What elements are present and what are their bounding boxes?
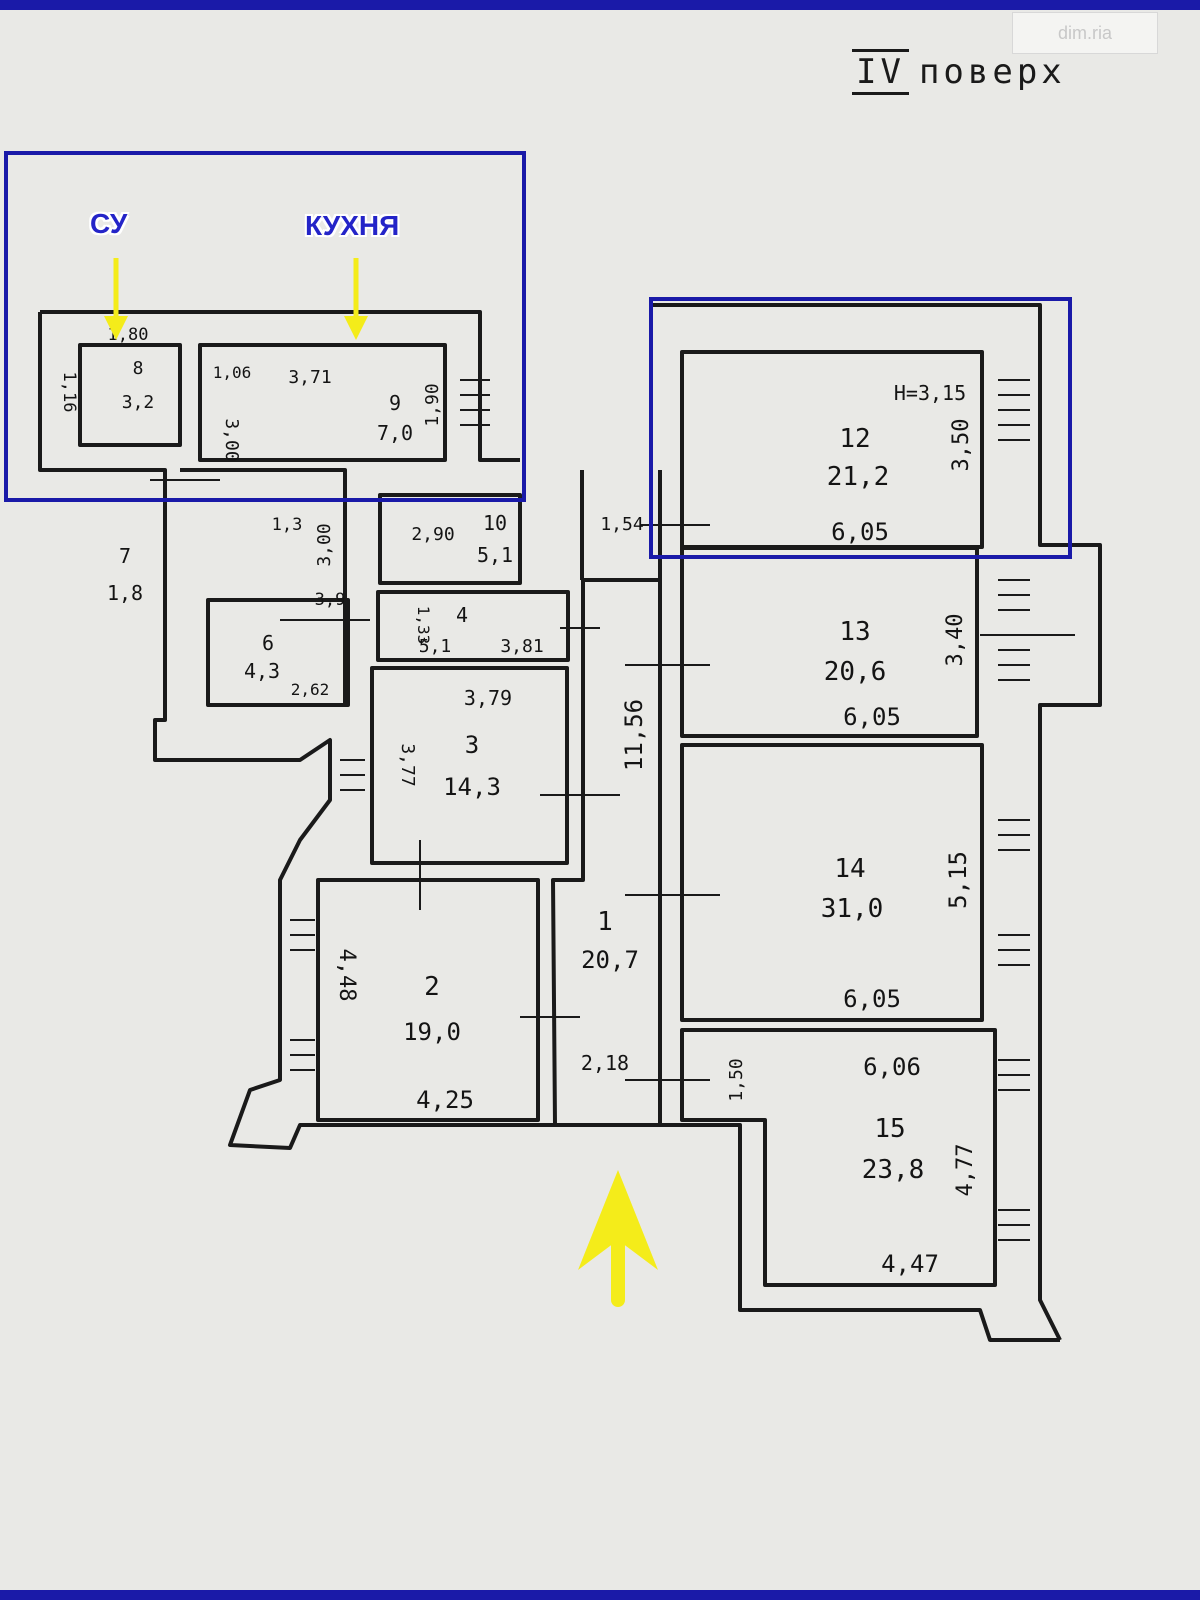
dim-label: 4,47 xyxy=(881,1250,939,1278)
room-9-number: 9 xyxy=(389,391,401,415)
dim-label: 3,50 xyxy=(949,419,974,472)
wall-outer-right xyxy=(650,303,1102,1341)
room-6-number: 6 xyxy=(262,631,274,655)
dim-label: 3,00 xyxy=(221,418,242,461)
dim-label: 3,77 xyxy=(397,743,418,786)
dim-label: 5,15 xyxy=(944,851,972,909)
dim-label: 4,77 xyxy=(953,1144,978,1197)
ceiling-height: H=3,15 xyxy=(894,381,966,405)
room-12-area: 21,2 xyxy=(827,462,890,492)
dim-label: 4,25 xyxy=(416,1086,474,1114)
dim-label: 1,3 xyxy=(272,515,303,535)
wall-outer-top-left xyxy=(40,310,520,462)
room-8-number: 8 xyxy=(133,358,144,379)
dim-label: 1,50 xyxy=(726,1058,747,1101)
kitchen-callout: КУХНЯ xyxy=(305,210,400,241)
window-room-2 xyxy=(290,919,315,1071)
room-1-area: 20,7 xyxy=(581,946,639,974)
dim-label: 4,48 xyxy=(334,949,359,1002)
dim-label: 1,90 xyxy=(422,383,443,426)
room-7-area: 1,8 xyxy=(107,581,143,605)
dim-label: 2,62 xyxy=(291,680,330,699)
window-room-9 xyxy=(460,379,490,426)
dim-label: 1,06 xyxy=(213,363,252,382)
dim-label: 1,54 xyxy=(600,514,643,535)
room-7-number: 7 xyxy=(119,544,131,568)
wall-room-13 xyxy=(680,546,979,738)
window-room-3 xyxy=(340,759,365,791)
room-15-area: 23,8 xyxy=(862,1155,925,1185)
dim-label: 6,05 xyxy=(843,703,901,731)
plan-walls xyxy=(38,303,1102,1342)
wall-room-10 xyxy=(378,493,522,585)
room-9-area: 7,0 xyxy=(377,421,413,445)
dim-label: 6,05 xyxy=(831,518,889,546)
highlight-box-kitchen-bath xyxy=(4,151,526,502)
arrow-up-icon xyxy=(578,1170,658,1307)
bottom-border xyxy=(0,1590,1200,1600)
dim-label: 6,06 xyxy=(863,1053,921,1081)
arrow-down-icon xyxy=(344,258,368,340)
dim-label: 6,05 xyxy=(843,985,901,1013)
room-15-number: 15 xyxy=(874,1114,905,1144)
watermark: dim.ria xyxy=(1012,12,1158,54)
dim-label: 3,71 xyxy=(288,367,331,388)
wall-room-9 xyxy=(198,343,447,462)
dim-label: 3,40 xyxy=(943,614,968,667)
room-14-area: 31,0 xyxy=(821,894,884,924)
wall-room-1 xyxy=(551,578,662,1127)
room-3-number: 3 xyxy=(465,731,479,759)
room-4-number: 4 xyxy=(456,603,468,627)
dim-label: 3,9 xyxy=(315,590,346,610)
dim-label: 3,79 xyxy=(464,686,512,710)
windows xyxy=(290,379,1030,1241)
room-14-number: 14 xyxy=(834,854,865,884)
room-13-number: 13 xyxy=(839,617,870,647)
wall-room-4 xyxy=(376,590,570,662)
dim-label: 3,81 xyxy=(500,636,543,657)
dim-label: 3,00 xyxy=(314,523,335,566)
room-6-area: 4,3 xyxy=(244,659,280,683)
room-10-number: 10 xyxy=(483,511,507,535)
wall-outer-left-bottom xyxy=(38,312,1060,1342)
wall-room-8 xyxy=(78,343,182,447)
dim-label: 2,90 xyxy=(411,524,454,545)
top-border xyxy=(0,0,1200,10)
dimension-labels: 1,80 1,16 1,06 3,71 1,90 3,00 1,3 3,00 3… xyxy=(59,325,978,1278)
wall-room-15 xyxy=(680,1028,997,1287)
room-4-area: 5,1 xyxy=(419,636,452,657)
room-labels: 8 3,2 9 7,0 10 5,1 7 1,8 6 4,3 4 5,1 3 1… xyxy=(107,358,966,1185)
wall-room-14 xyxy=(680,743,984,1022)
dim-label: 2,18 xyxy=(581,1051,629,1075)
wall-room-2 xyxy=(316,878,540,1122)
room-1-number: 1 xyxy=(597,907,613,937)
room-12-number: 12 xyxy=(839,424,870,454)
dim-label: 11,56 xyxy=(620,699,648,771)
room-2-number: 2 xyxy=(424,972,440,1002)
floor-word: поверх xyxy=(918,52,1066,92)
door-lines xyxy=(150,479,1075,1081)
room-8-area: 3,2 xyxy=(122,392,155,413)
dim-label: 1,33 xyxy=(414,606,433,645)
room-2-area: 19,0 xyxy=(403,1018,461,1046)
window-room-13 xyxy=(998,579,1030,681)
bathroom-callout: СУ xyxy=(90,208,128,239)
dim-label: 1,16 xyxy=(59,372,79,413)
highlight-box-room-12 xyxy=(649,297,1072,559)
arrow-down-icon xyxy=(104,258,128,340)
room-3-area: 14,3 xyxy=(443,773,501,801)
wall-corridor xyxy=(180,468,347,705)
room-13-area: 20,6 xyxy=(824,657,887,687)
floor-number: IV xyxy=(852,49,909,95)
window-room-12 xyxy=(998,379,1030,441)
window-room-15 xyxy=(998,1059,1030,1241)
wall-room-3 xyxy=(370,666,569,865)
window-room-14 xyxy=(998,819,1030,966)
room-10-area: 5,1 xyxy=(477,543,513,567)
door-marks xyxy=(150,479,1075,1081)
